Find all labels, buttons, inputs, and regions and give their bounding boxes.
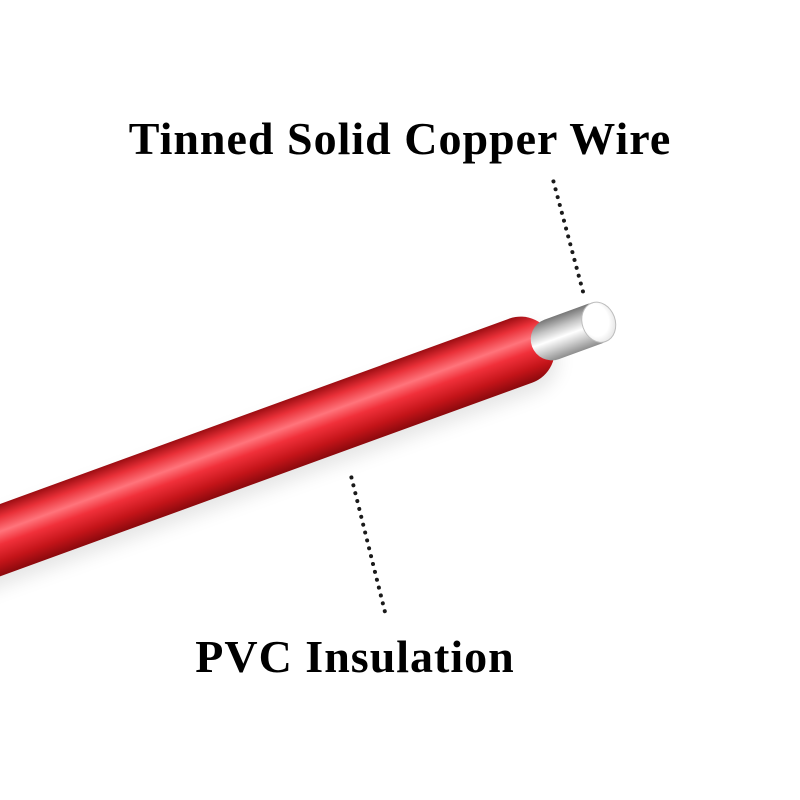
leader-line-top-icon [551, 178, 586, 294]
pvc-insulation-body [0, 307, 565, 594]
wire-illustration [0, 284, 628, 594]
core-end-face [575, 296, 622, 348]
leader-line-bottom-icon [349, 475, 388, 614]
pvc-insulation-label: PVC Insulation [195, 631, 515, 682]
tinned-copper-wire-label: Tinned Solid Copper Wire [128, 113, 672, 164]
tinned-copper-core [524, 296, 622, 367]
